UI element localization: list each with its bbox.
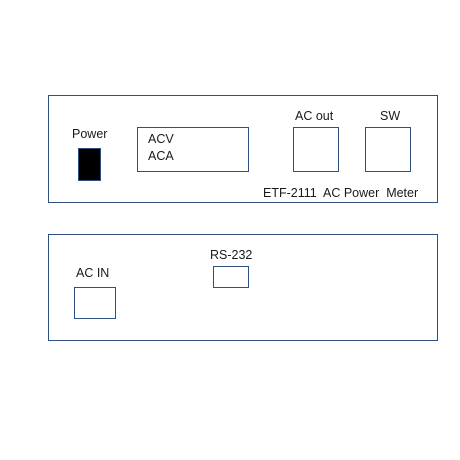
power-label: Power: [72, 127, 108, 141]
ac-out-socket: [293, 127, 339, 172]
ac-out-label: AC out: [295, 109, 334, 123]
ac-in-socket: [74, 287, 116, 319]
display-line-acv: ACV: [148, 132, 174, 146]
rs232-label: RS-232: [210, 248, 253, 262]
rs232-port: [213, 266, 249, 288]
sw-button: [365, 127, 411, 172]
power-switch: [78, 148, 101, 181]
display-window: ACV ACA: [137, 127, 249, 172]
sw-label: SW: [380, 109, 401, 123]
ac-in-label: AC IN: [76, 266, 110, 280]
display-line-aca: ACA: [148, 149, 174, 163]
model-label: ETF-2111 AC Power Meter: [263, 186, 419, 200]
